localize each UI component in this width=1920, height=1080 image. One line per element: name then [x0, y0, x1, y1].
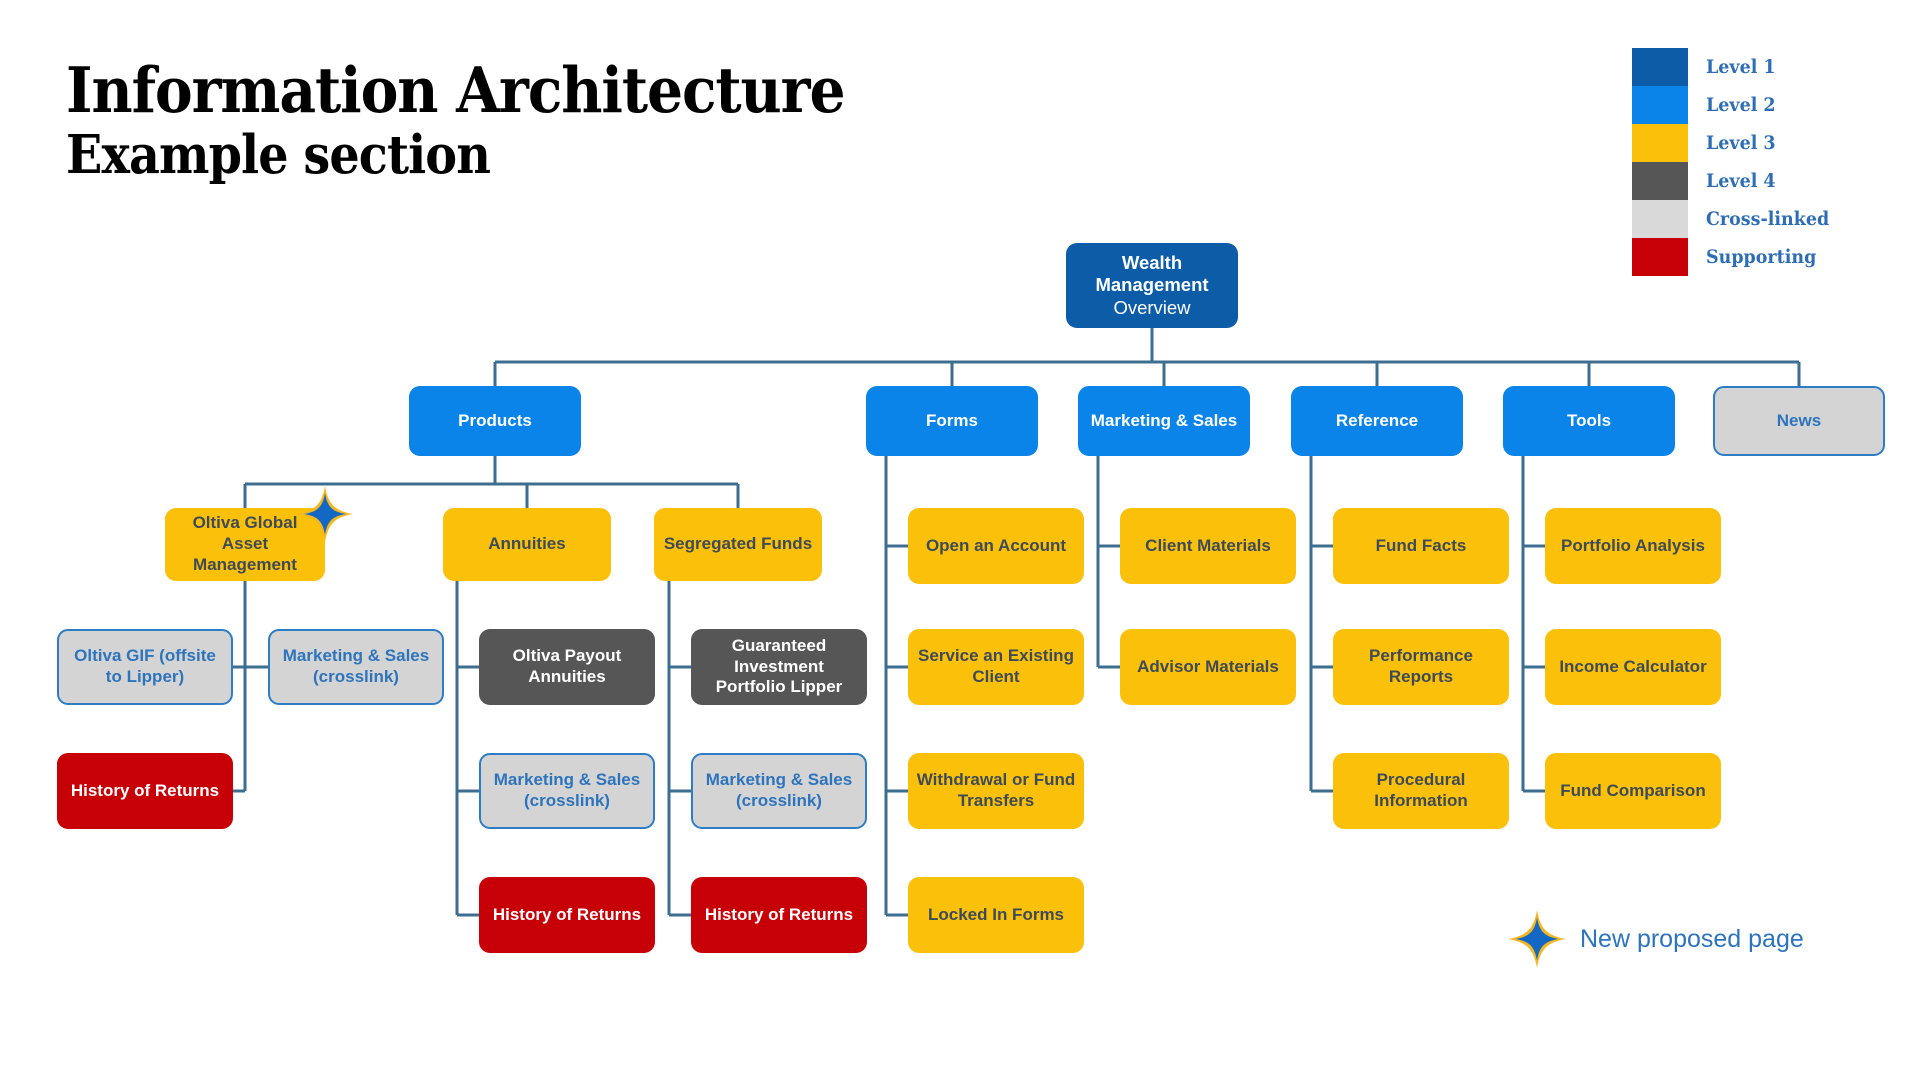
legend-item: Supporting	[1632, 238, 1840, 276]
node-label: Locked In Forms	[927, 904, 1065, 924]
legend-item: Level 2	[1632, 86, 1840, 124]
node-reference[interactable]: Reference	[1291, 386, 1463, 456]
node-label: Withdrawal or Fund Transfers	[916, 770, 1076, 810]
node-products[interactable]: Products	[409, 386, 581, 456]
node-label: Marketing & Sales	[1090, 410, 1238, 430]
node-label: Oltiva Payout Annuities	[512, 646, 622, 686]
node-locked-in[interactable]: Locked In Forms	[908, 877, 1084, 953]
node-portfolio[interactable]: Portfolio Analysis	[1545, 508, 1721, 584]
node-hor-1[interactable]: History of Returns	[57, 753, 233, 829]
new-proposed-page-key: New proposed page	[1508, 910, 1804, 968]
node-label: History of Returns	[704, 904, 854, 924]
node-oltiva-pay[interactable]: Oltiva Payout Annuities	[479, 629, 655, 705]
node-label: Marketing & Sales (crosslink)	[282, 646, 430, 686]
node-label: Segregated Funds	[663, 534, 813, 554]
legend-label: Level 4	[1706, 170, 1776, 192]
node-label: Performance Reports	[1369, 646, 1473, 686]
node-oltiva-gif[interactable]: Oltiva GIF (offsite to Lipper)	[57, 629, 233, 705]
node-label: News	[1776, 410, 1822, 430]
node-label: Tools	[1566, 410, 1612, 430]
node-news[interactable]: News	[1713, 386, 1885, 456]
node-label: Oltiva GIF (offsite to Lipper)	[74, 646, 216, 686]
legend-item: Level 3	[1632, 124, 1840, 162]
legend-item: Cross-linked	[1632, 200, 1840, 238]
node-seg-funds[interactable]: Segregated Funds	[654, 508, 822, 581]
node-label: Client Materials	[1145, 535, 1271, 555]
node-label: Fund Comparison	[1560, 780, 1706, 800]
node-fund-comp[interactable]: Fund Comparison	[1545, 753, 1721, 829]
node-label: Income Calculator	[1559, 656, 1707, 676]
node-label: Procedural Information	[1374, 770, 1468, 810]
node-label: Portfolio Analysis	[1561, 535, 1705, 555]
node-label: Service an Existing Client	[918, 646, 1074, 686]
node-label: Fund Facts	[1375, 535, 1467, 555]
legend-swatch	[1632, 124, 1688, 162]
legend-label: Cross-linked	[1706, 208, 1830, 230]
new-proposed-page-label: New proposed page	[1580, 924, 1804, 953]
node-label: Annuities	[488, 534, 566, 554]
legend-swatch	[1632, 48, 1688, 86]
legend-swatch	[1632, 238, 1688, 276]
node-label: Forms	[926, 410, 978, 430]
legend-swatch	[1632, 162, 1688, 200]
root-line-2: Management	[1095, 274, 1209, 296]
node-label: History of Returns	[70, 780, 220, 800]
legend-label: Level 2	[1706, 94, 1776, 116]
node-advisor-mat[interactable]: Advisor Materials	[1120, 629, 1296, 705]
node-marketing[interactable]: Marketing & Sales	[1078, 386, 1250, 456]
node-oltiva-gam[interactable]: Oltiva Global Asset Management	[165, 508, 325, 581]
page-title: Information Architecture	[66, 53, 846, 127]
node-proc-info[interactable]: Procedural Information	[1333, 753, 1509, 829]
page-subtitle: Example section	[66, 124, 491, 187]
legend-item: Level 4	[1632, 162, 1840, 200]
node-label: Oltiva Global Asset Management	[192, 513, 298, 574]
node-open-acct[interactable]: Open an Account	[908, 508, 1084, 584]
legend-label: Level 1	[1706, 56, 1776, 78]
node-label: Products	[458, 410, 532, 430]
node-forms[interactable]: Forms	[866, 386, 1038, 456]
legend: Level 1 Level 2 Level 3 Level 4 Cross-linked…	[1632, 48, 1840, 276]
root-subtitle: Overview	[1113, 296, 1191, 318]
node-label: Open an Account	[925, 535, 1067, 555]
legend-label: Level 3	[1706, 132, 1776, 154]
node-label: Guaranteed Investment Portfolio Lipper	[715, 635, 843, 697]
node-annuities[interactable]: Annuities	[443, 508, 611, 581]
sparkle-icon	[1508, 910, 1566, 968]
node-label: Marketing & Sales (crosslink)	[493, 770, 641, 810]
node-label: History of Returns	[492, 904, 642, 924]
node-perf-rep[interactable]: Performance Reports	[1333, 629, 1509, 705]
node-hor-2[interactable]: History of Returns	[479, 877, 655, 953]
legend-swatch	[1632, 86, 1688, 124]
node-label: Marketing & Sales (crosslink)	[705, 770, 853, 810]
node-ms-cross-3[interactable]: Marketing & Sales (crosslink)	[691, 753, 867, 829]
node-ms-cross-1[interactable]: Marketing & Sales (crosslink)	[268, 629, 444, 705]
root-line-1: Wealth	[1121, 251, 1183, 273]
node-label: Reference	[1335, 410, 1419, 430]
node-ms-cross-2[interactable]: Marketing & Sales (crosslink)	[479, 753, 655, 829]
legend-item: Level 1	[1632, 48, 1840, 86]
node-tools[interactable]: Tools	[1503, 386, 1675, 456]
node-service-cli[interactable]: Service an Existing Client	[908, 629, 1084, 705]
legend-swatch	[1632, 200, 1688, 238]
node-client-mat[interactable]: Client Materials	[1120, 508, 1296, 584]
node-hor-3[interactable]: History of Returns	[691, 877, 867, 953]
node-label: Advisor Materials	[1137, 656, 1279, 676]
legend-label: Supporting	[1706, 246, 1817, 268]
node-withdrawal[interactable]: Withdrawal or Fund Transfers	[908, 753, 1084, 829]
node-income-calc[interactable]: Income Calculator	[1545, 629, 1721, 705]
page-title-block: Information Architecture Example section	[66, 58, 1006, 184]
node-gip-lipper[interactable]: Guaranteed Investment Portfolio Lipper	[691, 629, 867, 705]
node-fund-facts[interactable]: Fund Facts	[1333, 508, 1509, 584]
